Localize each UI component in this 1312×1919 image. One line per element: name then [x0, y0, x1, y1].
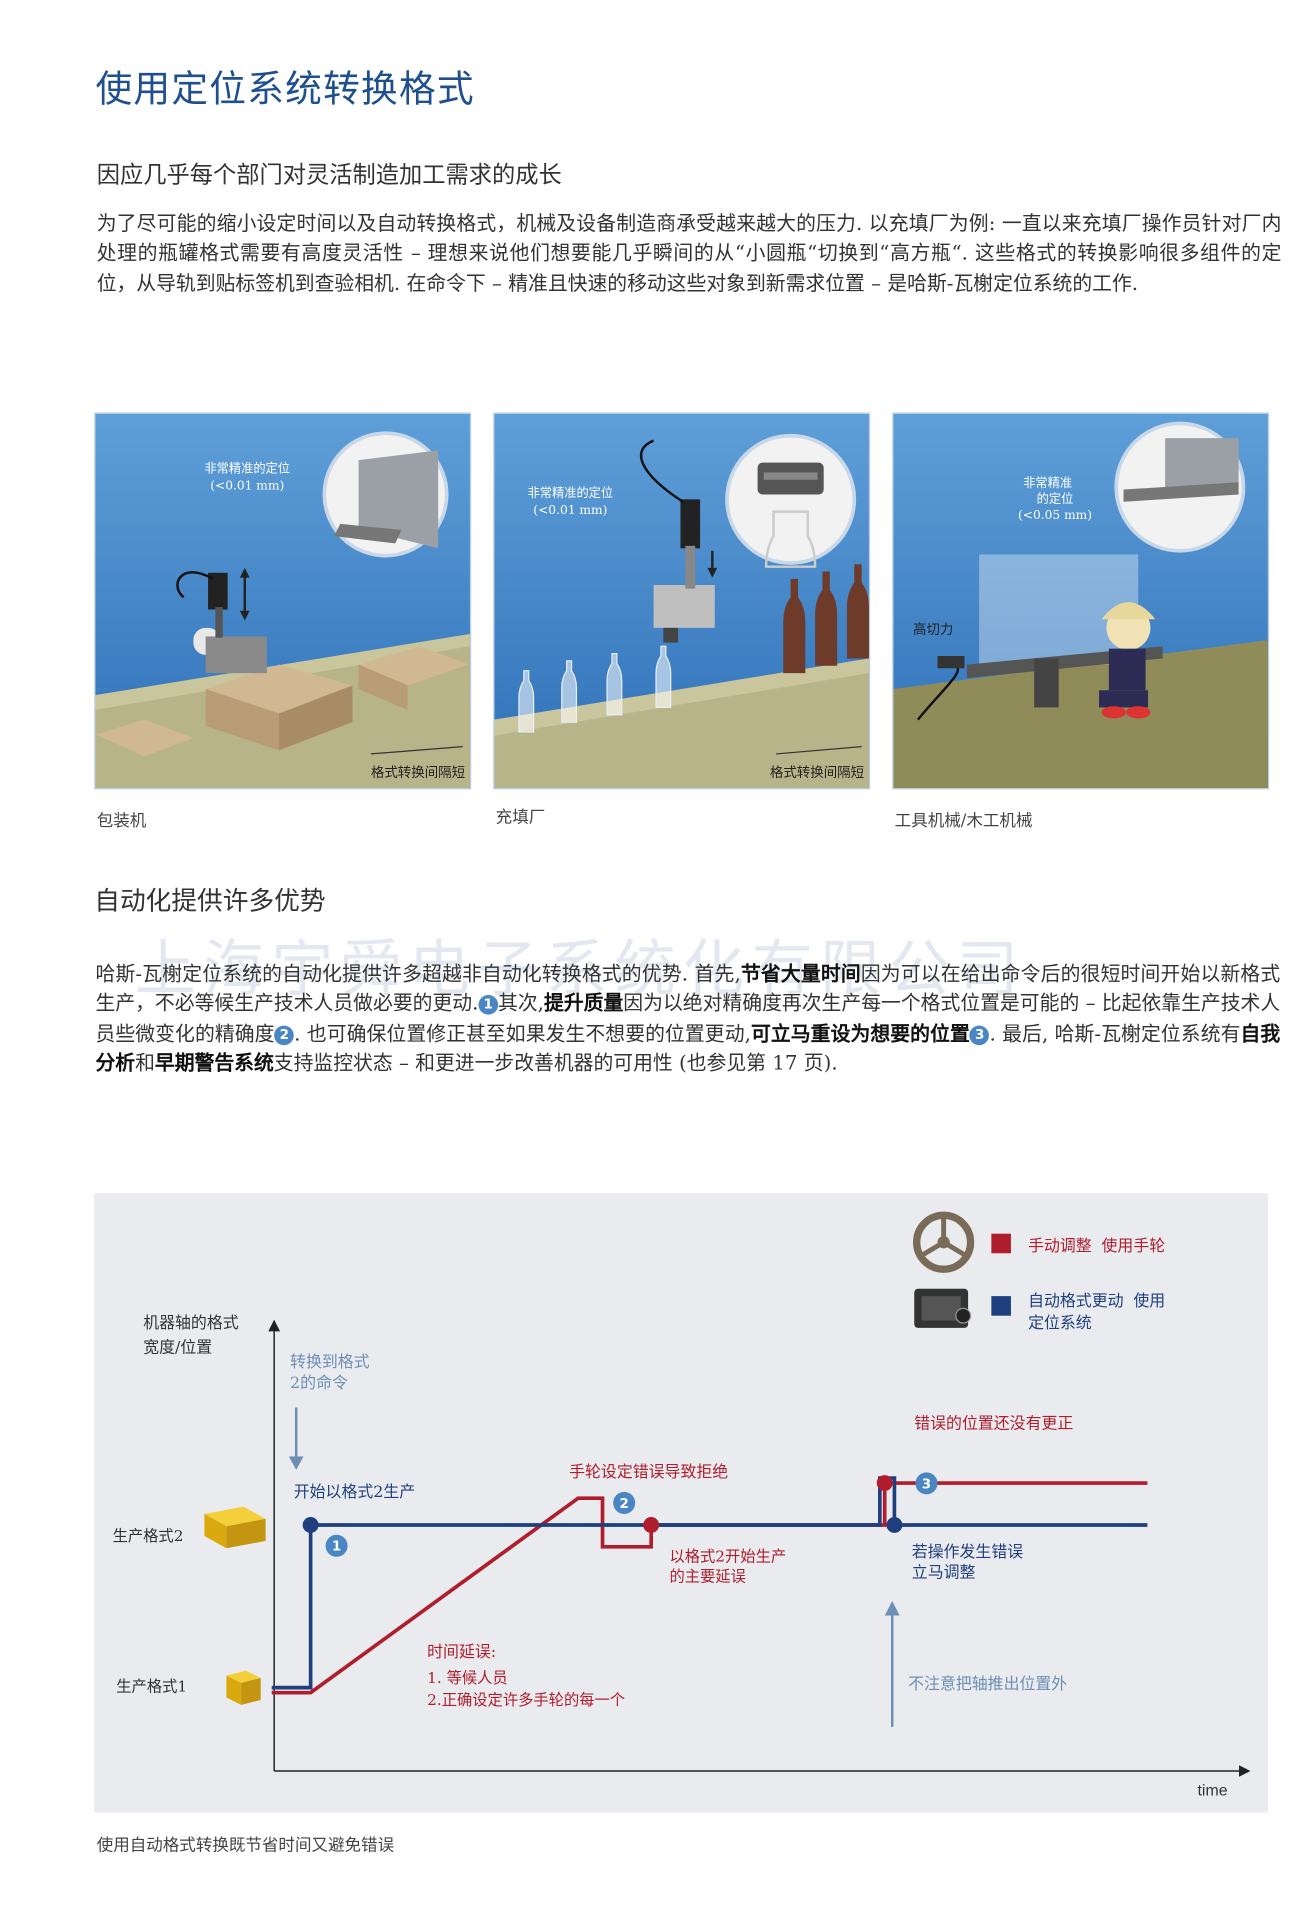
step-marker-3: 3 — [915, 1472, 938, 1495]
panel2-precision-label: 非常精准的定位 — [528, 485, 614, 500]
event-point-1 — [302, 1517, 319, 1533]
annot-time-delay-2: 2.正确设定许多手轮的每一个 — [427, 1691, 625, 1709]
caption-packaging-machine: 包装机 — [96, 811, 147, 832]
panel2-tolerance-label: (<0.01 mm) — [533, 503, 607, 517]
y-axis-label-2: 宽度/位置 — [143, 1337, 212, 1356]
box-icon-large — [204, 1506, 266, 1549]
handwheel-icon — [913, 1211, 975, 1273]
panel3-precision-label-2: 的定位 — [1037, 491, 1074, 506]
level-label-format2: 生产格式2 — [113, 1527, 184, 1545]
panel3-tolerance-label: (<0.05 mm) — [1018, 508, 1092, 522]
marker-3-badge: 3 — [969, 1025, 990, 1045]
legend-swatch-manual — [991, 1233, 1011, 1254]
box-icon-small — [226, 1670, 261, 1705]
marker-2-badge: 2 — [274, 1025, 295, 1045]
annot-time-delay-title: 时间延误: — [427, 1642, 496, 1661]
annot-delay-2: 的主要延误 — [669, 1567, 745, 1585]
series-line-manual — [271, 1481, 1148, 1695]
annot-push-out: 不注意把轴推出位置外 — [908, 1674, 1067, 1693]
format-change-chart: 机器轴的格式 宽度/位置 time 生产格式2 生产格式1 — [94, 1193, 1268, 1813]
highlight-early-warning: 早期警告系统 — [154, 1051, 274, 1075]
y-axis-label-1: 机器轴的格式 — [143, 1313, 239, 1332]
panel1-bottom-label: 格式转换间隔短 — [371, 765, 465, 781]
panel3-force-label: 高切力 — [913, 621, 953, 638]
svg-text:2: 2 — [620, 1497, 629, 1512]
machine-tools-illustration: 非常精准 的定位 (<0.05 mm) 高切力 — [893, 413, 1268, 789]
legend-label-auto-1: 自动格式更动使用 — [1028, 1291, 1165, 1310]
highlight-self-analysis: 自我分析 — [95, 1021, 1281, 1075]
panel-filling-plant: 非常精准的定位 (<0.01 mm) 格式转换间隔短 — [493, 412, 871, 790]
series-layer — [271, 1475, 1148, 1695]
annot-operator-2: 立马调整 — [912, 1563, 976, 1582]
step-marker-1: 1 — [325, 1534, 348, 1557]
annot-uncorrected: 错误的位置还没有更正 — [914, 1413, 1073, 1432]
event-point-4 — [886, 1517, 903, 1533]
caption-filling-plant: 充填厂 — [495, 807, 546, 828]
panel3-precision-label-1: 非常精准 — [1023, 476, 1072, 490]
advantages-paragraph: 哈斯-瓦榭定位系统的自动化提供许多超越非自动化转换格式的优势. 首先,节省大量时… — [95, 961, 1281, 1075]
page-title: 使用定位系统转换格式 — [95, 68, 475, 112]
event-point-3 — [876, 1475, 893, 1492]
highlight-reset: 可立马重设为想要的位置 — [750, 1021, 970, 1045]
legend-label-auto-2: 定位系统 — [1028, 1313, 1092, 1332]
x-axis-label: time — [1198, 1782, 1228, 1799]
svg-text:1: 1 — [332, 1540, 341, 1555]
legend-swatch-auto — [991, 1296, 1011, 1316]
annot-start: 开始以格式2生产 — [294, 1482, 415, 1501]
annot-delay-1: 以格式2开始生产 — [669, 1548, 786, 1566]
panel1-precision-label: 非常精准的定位 — [204, 460, 290, 475]
caption-machine-tools: 工具机械/木工机械 — [894, 811, 1033, 832]
annot-time-delay-1: 1. 等候人员 — [427, 1669, 508, 1687]
highlight-save-time: 节省大量时间 — [740, 961, 861, 986]
annot-operator-1: 若操作发生错误 — [912, 1542, 1023, 1561]
legend-label-manual: 手动调整使用手轮 — [1028, 1236, 1165, 1255]
event-point-2 — [643, 1517, 660, 1533]
panel2-bottom-label: 格式转换间隔短 — [770, 765, 864, 781]
highlight-quality: 提升质量 — [543, 991, 624, 1016]
annot-command-arrowhead — [288, 1456, 304, 1470]
panel-machine-tools: 非常精准 的定位 (<0.05 mm) 高切力 — [892, 412, 1270, 790]
section-heading-advantages: 自动化提供许多优势 — [94, 886, 326, 916]
filling-plant-illustration: 非常精准的定位 (<0.01 mm) 格式转换间隔短 — [494, 413, 869, 789]
level-label-format1: 生产格式1 — [116, 1677, 187, 1695]
panel-packaging-machine: 非常精准的定位 (<0.01 mm) 格式转换间隔短 — [94, 412, 472, 790]
format-change-chart-svg: 机器轴的格式 宽度/位置 time 生产格式2 生产格式1 — [113, 1211, 1251, 1799]
marker-1-badge: 1 — [478, 995, 499, 1016]
step-marker-2: 2 — [613, 1491, 636, 1514]
svg-text:3: 3 — [922, 1477, 931, 1492]
figure-caption: 使用自动格式转换既节省时间又避免错误 — [96, 1835, 395, 1856]
annot-handwheel-error: 手轮设定错误导致拒绝 — [569, 1462, 728, 1481]
panel1-tolerance-label: (<0.01 mm) — [210, 479, 284, 493]
annot-push-arrowhead — [884, 1600, 900, 1616]
positioning-motor-icon — [914, 1288, 972, 1328]
intro-paragraph: 为了尽可能的缩小设定时间以及自动转换格式，机械及设备制造商承受越来越大的压力. … — [96, 211, 1282, 295]
section-heading-flexible-manufacturing: 因应几乎每个部门对灵活制造加工需求的成长 — [96, 161, 562, 189]
annot-command-2: 2的命令 — [290, 1373, 348, 1392]
packaging-machine-illustration: 非常精准的定位 (<0.01 mm) 格式转换间隔短 — [95, 413, 470, 789]
annot-command-1: 转换到格式 — [290, 1352, 370, 1371]
